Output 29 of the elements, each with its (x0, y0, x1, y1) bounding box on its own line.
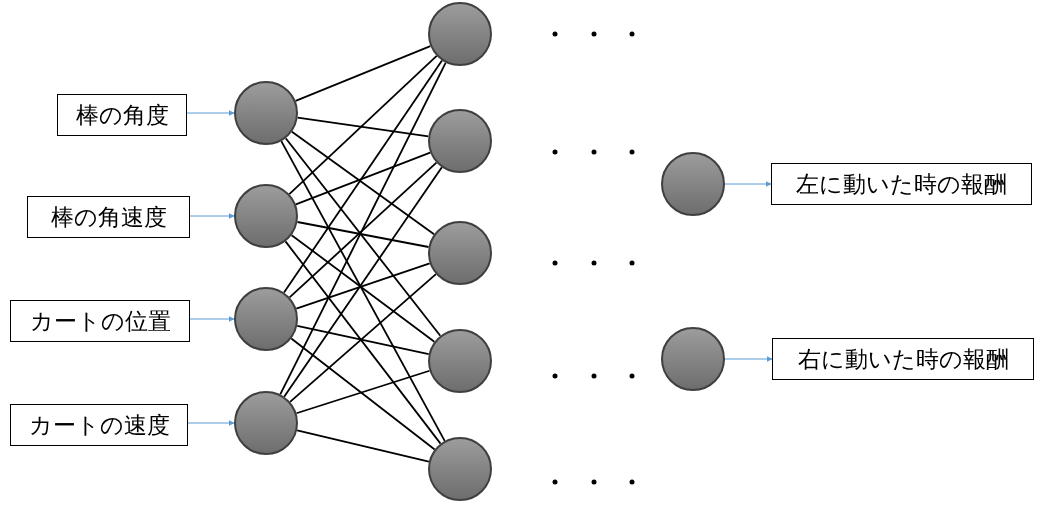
connection-line (290, 337, 436, 451)
connection-line (280, 140, 446, 442)
connection-line (289, 273, 437, 403)
node-label: 右に動いた時の報酬 (797, 347, 1009, 371)
arrow (724, 356, 773, 362)
text-box (57, 94, 187, 136)
text-box (772, 338, 1034, 380)
connection-line (283, 59, 443, 294)
node-label: 棒の角度 (75, 103, 169, 127)
arrow (186, 110, 235, 116)
text-box (10, 404, 188, 446)
node-label: 棒の角速度 (50, 205, 167, 229)
arrow (724, 181, 772, 187)
connection-line (284, 137, 442, 337)
connection-line (288, 161, 438, 299)
connection-line (288, 55, 438, 195)
node-label: カートの位置 (29, 309, 171, 333)
text-box (10, 300, 190, 342)
connection-line (291, 130, 435, 236)
text-box (771, 163, 1032, 205)
arrow (189, 316, 235, 322)
text-box (27, 196, 190, 238)
node-label: カートの速度 (28, 413, 170, 437)
node-label: 左に動いた時の報酬 (796, 172, 1007, 196)
connection-line (290, 234, 436, 343)
arrow (189, 213, 235, 219)
connection-line (284, 240, 442, 445)
arrow (187, 420, 235, 426)
connection-line (283, 166, 443, 398)
